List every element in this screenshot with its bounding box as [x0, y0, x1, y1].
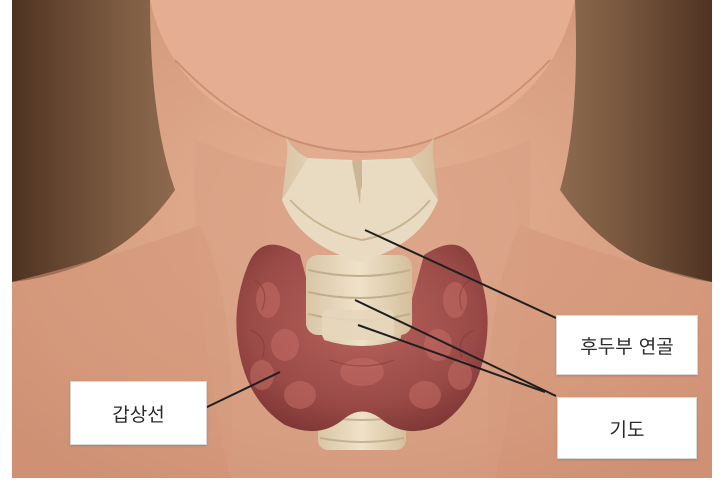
thyroid-label: 갑상선	[70, 381, 207, 445]
larynx-cartilage-label: 후두부 연골	[556, 315, 698, 375]
trachea-label: 기도	[557, 397, 697, 459]
